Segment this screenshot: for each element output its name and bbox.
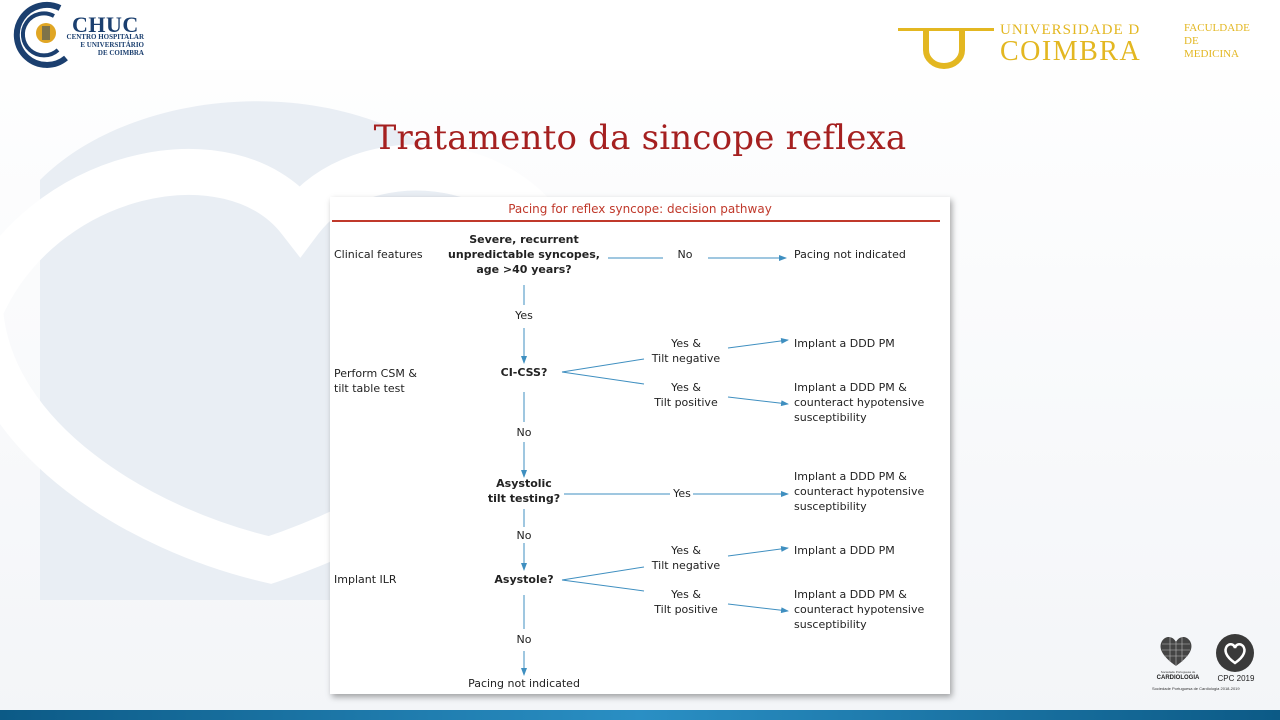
edge-label-q3-no: No: [516, 529, 532, 542]
edge-label-q4-b: Yes & Tilt positive: [654, 588, 718, 616]
row-label-clinical: Clinical features: [334, 248, 423, 261]
chuc-subtitle: CENTRO HOSPITALAR E UNIVERSITÁRIO DE COI…: [66, 33, 144, 57]
outcome-implant-ddd: Implant a DDD PM: [794, 544, 895, 557]
arrow-q4-o5: [727, 545, 789, 557]
flowchart-figure: Pacing for reflex syncope: decision path…: [330, 197, 950, 694]
coimbra-line2: COIMBRA: [1000, 36, 1142, 67]
edge-q4-tilt-negative: [561, 566, 645, 581]
row-label-ilr: Implant ILR: [334, 573, 397, 586]
spc-logo: Sociedade Portuguesa de CARDIOLOGIA: [1150, 634, 1206, 698]
flowchart-title: Pacing for reflex syncope: decision path…: [508, 202, 772, 216]
node-q2: CI-CSS?: [500, 366, 548, 379]
arrow-q2-o3: [727, 396, 789, 407]
arrow-q4-o6: [727, 603, 789, 614]
edge-q2-tilt-positive: [561, 371, 645, 385]
cpc-text: CPC 2019: [1217, 674, 1255, 683]
slide-title: Tratamento da sincope reflexa: [373, 118, 907, 158]
edge-label-q2-b: Yes & Tilt positive: [654, 381, 718, 409]
outcome-pacing-not-indicated: Pacing not indicated: [468, 677, 580, 690]
spc-big-text: CARDIOLOGIA: [1156, 675, 1200, 681]
row-label-csm: Perform CSM & tilt table test: [334, 367, 417, 395]
outcome-implant-ddd-counteract: Implant a DDD PM & counteract hypotensiv…: [794, 381, 925, 424]
outcome-implant-ddd: Implant a DDD PM: [794, 337, 895, 350]
heart-grid-icon: [1160, 636, 1192, 666]
edge-label-q4-a: Yes & Tilt negative: [651, 544, 721, 572]
node-q4: Asystole?: [494, 573, 554, 586]
outcome-implant-ddd-counteract: Implant a DDD PM & counteract hypotensiv…: [794, 588, 925, 631]
flowchart-arrows: [521, 255, 789, 676]
spc-small-text: Sociedade Portuguesa de: [1160, 670, 1196, 674]
outcome-implant-ddd-counteract: Implant a DDD PM & counteract hypotensiv…: [794, 470, 925, 513]
edge-label-q1-yes: Yes: [515, 309, 533, 322]
edge-label-q2-a: Yes & Tilt negative: [651, 337, 721, 365]
edge-q2-tilt-negative: [561, 358, 645, 373]
node-q1: Severe, recurrent unpredictable syncopes…: [448, 233, 600, 276]
cpc-heart-icon: [1216, 634, 1254, 672]
coimbra-logo: UNIVERSIDADE D COIMBRA FACULDADE DE MEDI…: [898, 16, 1278, 69]
edge-label-q3-yes: Yes: [673, 487, 691, 500]
edge-label-q2-no: No: [516, 426, 532, 439]
node-q3: Asystolic tilt testing?: [487, 477, 561, 505]
edge-label-q1-no: No: [677, 248, 693, 261]
edge-label-q4-no: No: [516, 633, 532, 646]
coimbra-line1: UNIVERSIDADE D: [1000, 22, 1141, 38]
cpc-logo: CPC 2019: [1212, 634, 1260, 686]
chuc-emblem-icon: [13, 1, 68, 68]
header-band: [0, 0, 1280, 70]
chuc-logo: CHUC CENTRO HOSPITALAR E UNIVERSITÁRIO D…: [8, 0, 148, 68]
coimbra-faculty: FACULDADE DE MEDICINA: [1184, 22, 1250, 60]
flowchart-title-rule: [332, 220, 940, 222]
coimbra-u-icon: [898, 28, 994, 69]
arrow-q2-o2: [727, 337, 789, 349]
chuc-name: CHUC: [72, 12, 139, 37]
edge-q4-tilt-positive: [561, 579, 645, 592]
spc-footnote: Sociedade Portuguesa de Cardiologia 2018…: [1152, 686, 1240, 691]
bottom-bar: [0, 710, 1280, 720]
outcome-pacing-not-indicated: Pacing not indicated: [794, 248, 906, 261]
